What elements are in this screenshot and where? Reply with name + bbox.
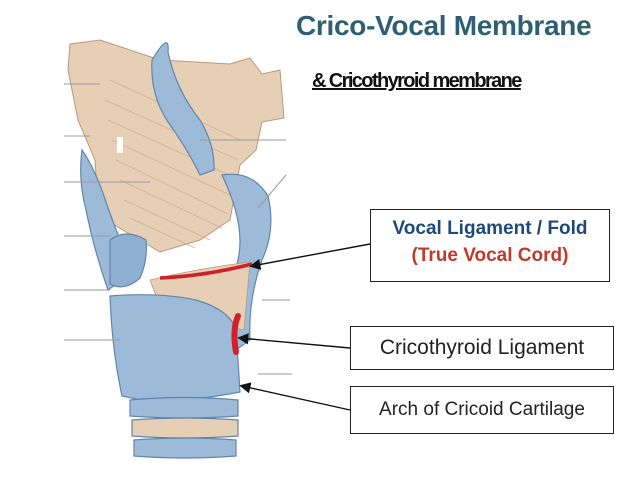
label-arch-cricoid: Arch of Cricoid Cartilage: [350, 386, 614, 434]
diagram-subtitle: & Cricothyroid membrane: [312, 70, 522, 92]
trachea-rings: [129, 396, 239, 459]
label-vocal-ligament: Vocal Ligament / Fold (True Vocal Cord): [370, 209, 610, 282]
cricoid-cartilage: [109, 294, 241, 403]
epiglottis: [151, 42, 215, 176]
leader-lines-right: [200, 139, 292, 375]
thyroid-foramen: [117, 137, 123, 153]
cricothyroid-ligament: [231, 313, 241, 355]
pointer-arrows: [237, 243, 371, 411]
arrow-cricothyroid: [237, 333, 351, 349]
label-true-vocal-cord-text: (True Vocal Cord): [411, 245, 569, 266]
arytenoid-cartilage: [109, 233, 147, 288]
vocal-ligament: [159, 262, 253, 280]
label-cricothyroid-ligament: Cricothyroid Ligament: [350, 326, 614, 370]
label-vocal-ligament-text: Vocal Ligament / Fold: [392, 218, 588, 239]
arrow-cricoid-arch: [239, 382, 351, 411]
diagram-title: Crico-Vocal Membrane: [296, 10, 592, 41]
arrow-vocal-ligament: [249, 243, 371, 270]
leader-lines-left: [64, 83, 150, 341]
